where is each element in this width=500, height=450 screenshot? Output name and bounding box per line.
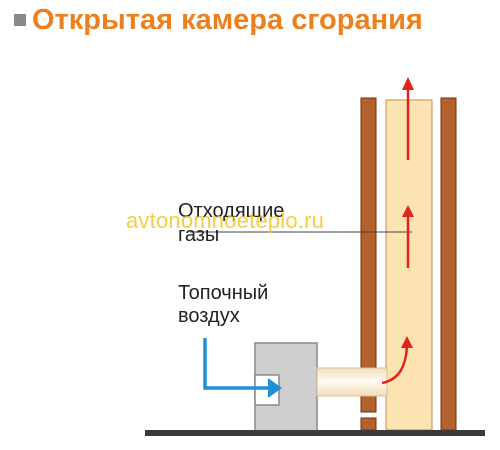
gas-flow-arrow-curve xyxy=(381,344,409,385)
combustion-air-arrow xyxy=(203,338,268,390)
chimney-wall-right xyxy=(440,97,457,431)
gas-flow-arrowhead-top xyxy=(402,77,414,90)
title-bullet-icon xyxy=(14,14,26,26)
combustion-air-arrowhead xyxy=(268,378,282,398)
chimney-wall-left-upper xyxy=(360,97,377,369)
flue-gases-label-line1: Отходящие xyxy=(178,200,285,222)
gas-flow-arrowhead-lower xyxy=(401,336,413,348)
combustion-air-label-line1: Топочный xyxy=(178,282,269,304)
flue-gases-label-line2: газы xyxy=(178,224,220,246)
floor-line xyxy=(145,430,485,436)
chimney-wall-left-stub xyxy=(360,417,377,431)
gas-flow-arrowhead-middle xyxy=(402,205,414,217)
page-title: Открытая камера сгорания xyxy=(32,4,423,36)
connector-pipe xyxy=(316,367,388,397)
title-bar: Открытая камера сгорания xyxy=(0,0,500,44)
watermark: avtonomnoeteplo.ru xyxy=(126,208,325,233)
combustion-air-label-line2: воздух xyxy=(178,305,240,327)
chimney-wall-left-lower xyxy=(360,395,377,413)
